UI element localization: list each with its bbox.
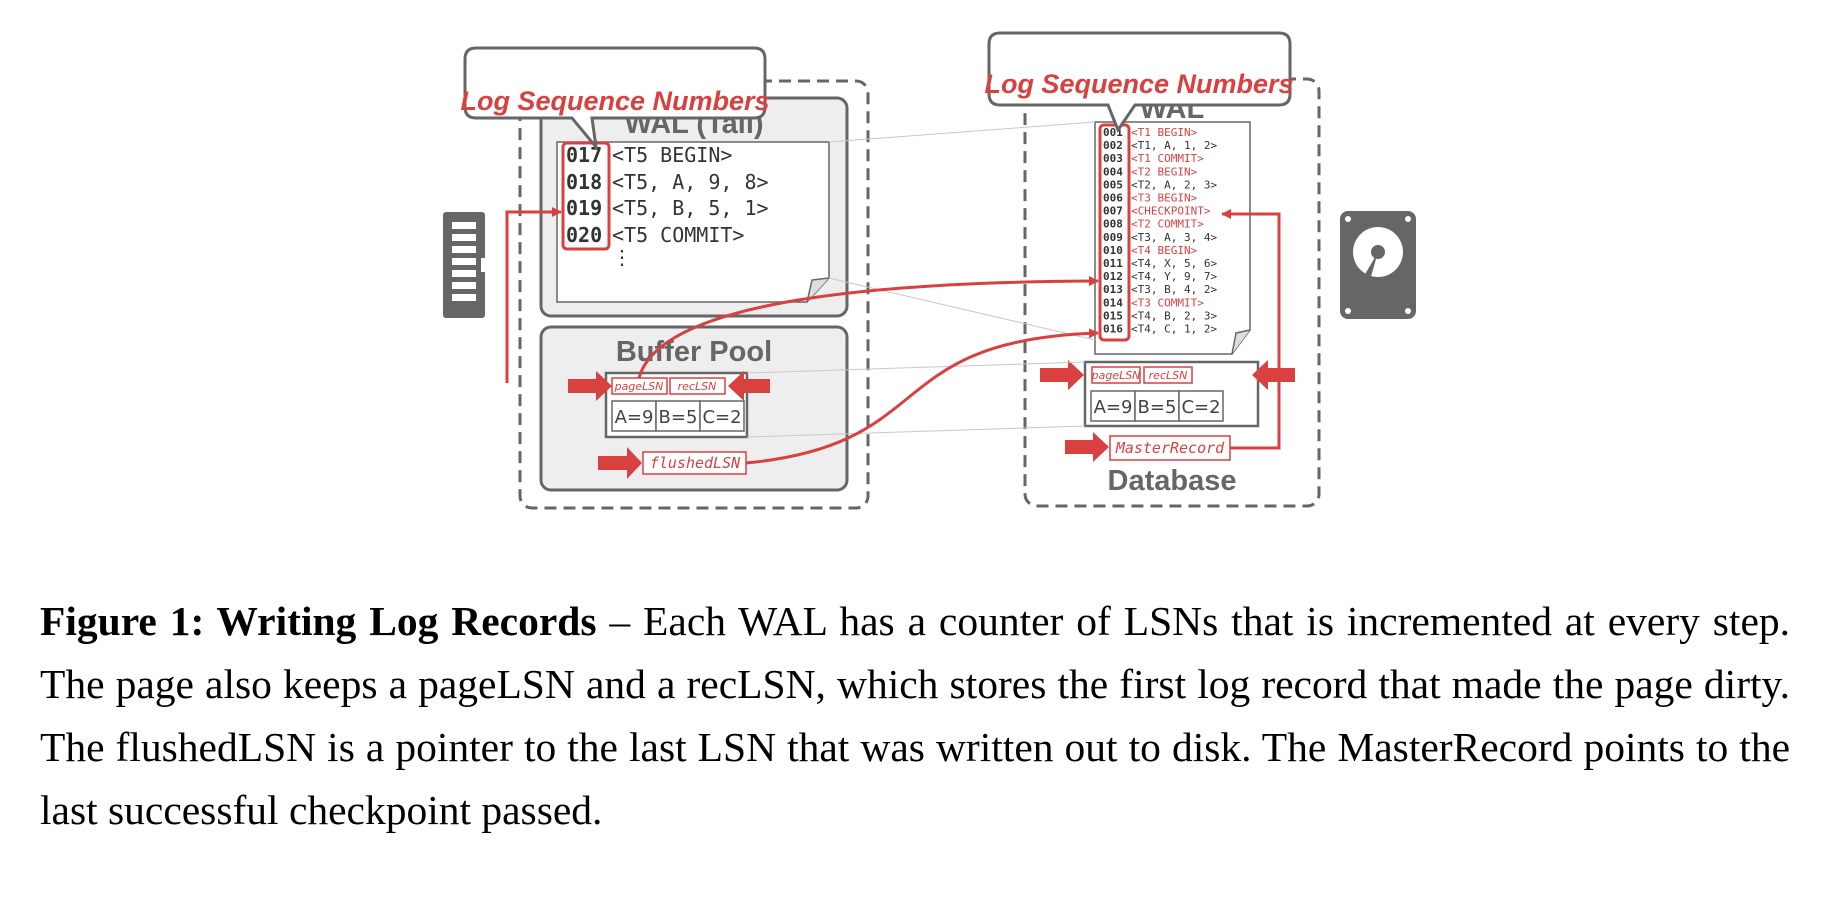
record-lsn: 006 bbox=[1103, 192, 1123, 205]
page-lsn-link bbox=[637, 276, 1099, 379]
page-lsn-arrow bbox=[1040, 360, 1084, 390]
guide-lines bbox=[746, 121, 1096, 438]
cell-value: A=9 bbox=[615, 407, 654, 428]
record-lsn: 020 bbox=[566, 223, 602, 247]
lsn-callout-right: Log Sequence Numbers bbox=[984, 31, 1294, 134]
record-lsn: 007 bbox=[1103, 205, 1123, 218]
buffer-pool-title: Buffer Pool bbox=[616, 336, 772, 368]
record-text: <T5, B, 5, 1> bbox=[612, 196, 769, 220]
record-text: <T4, B, 2, 3> bbox=[1131, 309, 1217, 322]
page-lsn-arrow bbox=[568, 371, 612, 401]
record-text: <T2 BEGIN> bbox=[1131, 165, 1198, 178]
record-text: <T1, A, 1, 2> bbox=[1131, 139, 1217, 152]
figure-caption: Figure 1: Writing Log Records – Each WAL… bbox=[40, 590, 1790, 842]
flushed-lsn-link bbox=[745, 328, 1099, 465]
memory-chip-icon bbox=[443, 212, 489, 318]
record-text: <T1 COMMIT> bbox=[1131, 152, 1204, 165]
database-title: Database bbox=[1108, 465, 1237, 497]
callout-label: Log Sequence Numbers bbox=[460, 86, 769, 116]
master-record-arrow bbox=[1065, 432, 1109, 462]
record-text: <T2, A, 2, 3> bbox=[1131, 178, 1217, 191]
record-lsn: 011 bbox=[1103, 257, 1123, 270]
cell-value: B=5 bbox=[1138, 397, 1177, 418]
record-text: <T4, X, 5, 6> bbox=[1131, 257, 1217, 270]
record-text: <T4, Y, 9, 7> bbox=[1131, 270, 1217, 283]
record-text: <T3, B, 4, 2> bbox=[1131, 283, 1217, 296]
cell-value: C=2 bbox=[702, 407, 741, 428]
record-text: <T4 BEGIN> bbox=[1131, 244, 1198, 257]
record-text: <T3 COMMIT> bbox=[1131, 296, 1204, 309]
record-text: <T2 COMMIT> bbox=[1131, 218, 1204, 231]
cell-value: B=5 bbox=[659, 407, 698, 428]
record-lsn: 010 bbox=[1103, 244, 1123, 257]
record-lsn: 004 bbox=[1103, 165, 1123, 178]
rec-lsn-label: recLSN bbox=[678, 380, 717, 393]
record-lsn: 005 bbox=[1103, 178, 1123, 191]
record-text: <T1 BEGIN> bbox=[1131, 126, 1198, 139]
record-lsn: 008 bbox=[1103, 218, 1123, 231]
record-text: <T5 COMMIT> bbox=[612, 223, 744, 247]
record-lsn: 019 bbox=[566, 196, 602, 220]
record-lsn: 012 bbox=[1103, 270, 1123, 283]
lsn-highlight bbox=[561, 141, 611, 251]
record-text: <T3, A, 3, 4> bbox=[1131, 231, 1217, 244]
rec-lsn-arrow bbox=[728, 371, 770, 401]
memory-to-lsn-arrow bbox=[505, 207, 562, 383]
record-lsn: 016 bbox=[1103, 323, 1123, 336]
record-lsn: 018 bbox=[566, 170, 602, 194]
record-text: <T5 BEGIN> bbox=[612, 143, 732, 167]
record-text: <T5, A, 9, 8> bbox=[612, 170, 769, 194]
page-lsn-label: pageLSN bbox=[1091, 369, 1141, 382]
record-lsn: 002 bbox=[1103, 139, 1123, 152]
page-lsn-label: pageLSN bbox=[614, 380, 664, 393]
master-record-label: MasterRecord bbox=[1115, 439, 1225, 457]
rec-lsn-label: recLSN bbox=[1149, 369, 1188, 382]
master-record-link bbox=[1221, 209, 1281, 450]
cell-value: A=9 bbox=[1094, 397, 1133, 418]
caption-body: – Each WAL has a counter of LSNs that is… bbox=[40, 598, 1791, 833]
record-lsn: 013 bbox=[1103, 283, 1123, 296]
callout-label: Log Sequence Numbers bbox=[984, 69, 1293, 99]
record-text: <T3 BEGIN> bbox=[1131, 192, 1198, 205]
hard-disk-icon bbox=[1340, 211, 1416, 319]
record-lsn: 003 bbox=[1103, 152, 1123, 165]
lsn-callout-left: Log Sequence Numbers bbox=[460, 46, 770, 153]
rec-lsn-arrow bbox=[1252, 360, 1295, 390]
record-lsn: 015 bbox=[1103, 309, 1123, 322]
record-lsn: 014 bbox=[1103, 296, 1123, 309]
record-text: <CHECKPOINT> bbox=[1131, 205, 1211, 218]
record-lsn: 009 bbox=[1103, 231, 1123, 244]
caption-head: Figure 1: Writing Log Records bbox=[40, 598, 597, 644]
cell-value: C=2 bbox=[1181, 397, 1220, 418]
ellipsis: ⋮ bbox=[612, 245, 632, 269]
flushed-lsn-arrow bbox=[598, 447, 642, 479]
wal-diagram: WAL (Tail) 017 <T5 BEGIN> 018 <T5, A, 9,… bbox=[443, 31, 1416, 510]
record-text: <T4, C, 1, 2> bbox=[1131, 323, 1217, 336]
flushed-lsn-label: flushedLSN bbox=[650, 454, 741, 472]
